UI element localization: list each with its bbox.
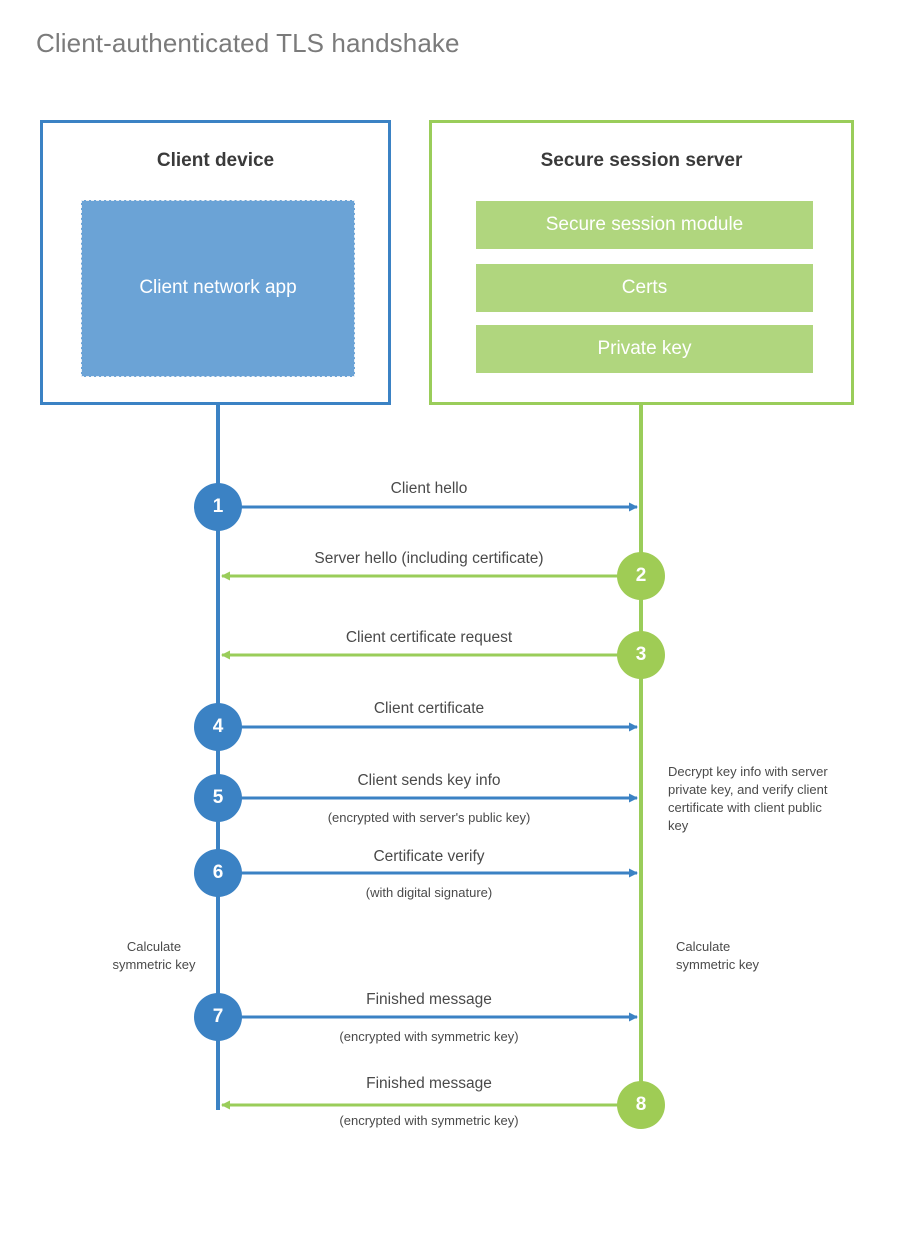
message-label-7: Finished message	[366, 991, 492, 1008]
client-device-box: Client device Client network app	[40, 120, 391, 405]
client-device-title: Client device	[156, 150, 275, 171]
message-sublabel-7: (encrypted with symmetric key)	[339, 1029, 519, 1044]
message-label-8: Finished message	[366, 1075, 492, 1092]
step-number-8: 8	[617, 1081, 665, 1129]
step-number-7: 7	[194, 993, 242, 1041]
message-sublabel-8: (encrypted with symmetric key)	[339, 1113, 519, 1128]
step-number-3: 3	[617, 631, 665, 679]
server-module-secure-session-module: Secure session module	[476, 201, 813, 249]
server-module-private-key: Private key	[476, 325, 813, 373]
step-number-1: 1	[194, 483, 242, 531]
message-label-3: Client certificate request	[345, 629, 513, 646]
page-title: Client-authenticated TLS handshake	[36, 28, 460, 58]
step-number-4: 4	[194, 703, 242, 751]
note-server-decrypt: Decrypt key info with server private key…	[668, 764, 828, 833]
step-number-5: 5	[194, 774, 242, 822]
note-server-calculate-line1: Calculate	[676, 939, 731, 954]
server-module-certs: Certs	[476, 264, 813, 312]
secure-session-server-title: Secure session server	[540, 150, 743, 171]
message-label-4: Client certificate	[373, 700, 485, 717]
secure-session-server-box: Secure session server Secure session mod…	[429, 120, 854, 405]
message-label-2: Server hello (including certificate)	[314, 550, 544, 567]
message-sublabel-6: (with digital signature)	[365, 885, 493, 900]
step-number-2: 2	[617, 552, 665, 600]
note-client-calculate-line1: Calculate	[126, 939, 182, 954]
client-network-app: Client network app	[81, 200, 355, 377]
note-client-calculate: Calculate symmetric key	[79, 938, 229, 974]
note-server-calculate-line2: symmetric key	[676, 956, 760, 972]
note-server-calculate: Calculate symmetric key	[676, 938, 836, 974]
message-label-5: Client sends key info	[357, 772, 501, 789]
message-label-1: Client hello	[390, 480, 468, 497]
note-client-calculate-line2: symmetric key	[112, 956, 196, 972]
message-label-6: Certificate verify	[373, 848, 485, 865]
step-number-6: 6	[194, 849, 242, 897]
message-sublabel-5: (encrypted with server's public key)	[327, 810, 531, 825]
